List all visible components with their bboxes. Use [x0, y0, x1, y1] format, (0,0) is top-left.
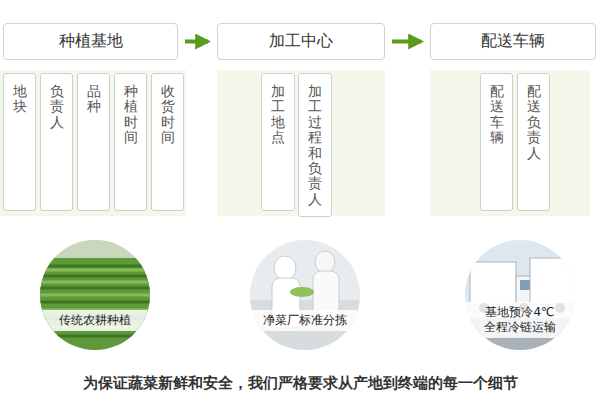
field-label: 配送车辆 — [490, 84, 504, 146]
truck-photo — [465, 240, 580, 350]
field-label: 品种 — [87, 84, 101, 115]
field-box: 收货时间 — [151, 73, 184, 211]
flow-arrow — [185, 40, 208, 44]
field-box: 负责人 — [40, 73, 73, 211]
factory-photo — [250, 240, 360, 350]
photo-circle: 净菜厂标准分拣 — [250, 240, 360, 350]
field-photo — [40, 240, 150, 350]
field-box: 加工过程和负责人 — [298, 73, 332, 217]
field-label: 地块 — [13, 84, 27, 115]
field-label: 种植时间 — [124, 84, 138, 146]
panel — [430, 70, 590, 216]
caption-band: 基地预冷4℃ 全程冷链运输 — [465, 302, 575, 338]
stage-box: 配送车辆 — [430, 23, 596, 60]
field-label: 加工过程和负责人 — [308, 84, 322, 207]
field-box: 配送车辆 — [480, 73, 513, 211]
field-box: 种植时间 — [114, 73, 147, 211]
stage-box: 加工中心 — [217, 23, 385, 60]
photo-circle: 基地预冷4℃ 全程冷链运输 — [465, 240, 575, 350]
flow-arrow — [392, 40, 421, 44]
stage-label: 种植基地 — [59, 31, 123, 52]
field-box: 品种 — [77, 73, 110, 211]
panel — [0, 70, 186, 216]
photo-circle: 传统农耕种植 — [40, 240, 150, 350]
panel — [217, 70, 385, 216]
stage-label: 配送车辆 — [481, 31, 545, 52]
photo-caption: 传统农耕种植 — [59, 313, 131, 327]
caption-band: 传统农耕种植 — [40, 310, 150, 331]
stage-label: 加工中心 — [269, 31, 333, 52]
field-label: 加工地点 — [271, 84, 285, 146]
field-box: 地块 — [3, 73, 36, 211]
field-label: 负责人 — [50, 84, 64, 130]
caption-band: 净菜厂标准分拣 — [250, 310, 360, 331]
photo-caption: 净菜厂标准分拣 — [263, 313, 347, 327]
field-label: 配送负责人 — [527, 84, 541, 161]
photo-caption: 基地预冷4℃ 全程冷链运输 — [484, 305, 556, 334]
field-box: 加工地点 — [261, 73, 295, 211]
caption: 为保证蔬菜新鲜和安全，我们严格要求从产地到终端的每一个细节 — [0, 374, 600, 393]
field-label: 收货时间 — [161, 84, 175, 146]
stage-box: 种植基地 — [3, 23, 178, 60]
field-box: 配送负责人 — [517, 73, 550, 211]
